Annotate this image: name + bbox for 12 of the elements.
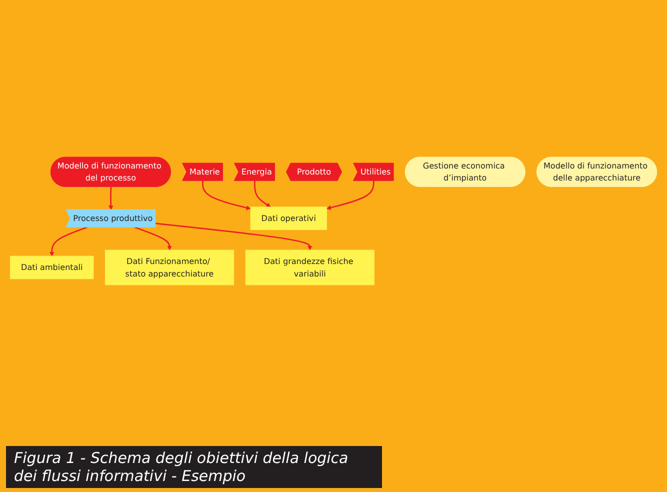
arrow [326,180,374,210]
arrow [50,226,88,256]
arrow [108,186,114,210]
figure-caption: Figura 1 - Schema degli obiettivi della logica dei flussi informativi - Esempio [6,446,382,488]
arrow [254,180,271,208]
arrow [134,226,172,250]
arrow [156,222,312,250]
node-box: Dati operativi [250,206,327,230]
node-box: Dati Funzionamento/ stato apparecchiature [104,250,234,286]
node-box: Dati grandezze fisiche variabili [245,250,374,286]
arrow [202,180,251,210]
node-box: Dati ambientali [10,256,94,280]
